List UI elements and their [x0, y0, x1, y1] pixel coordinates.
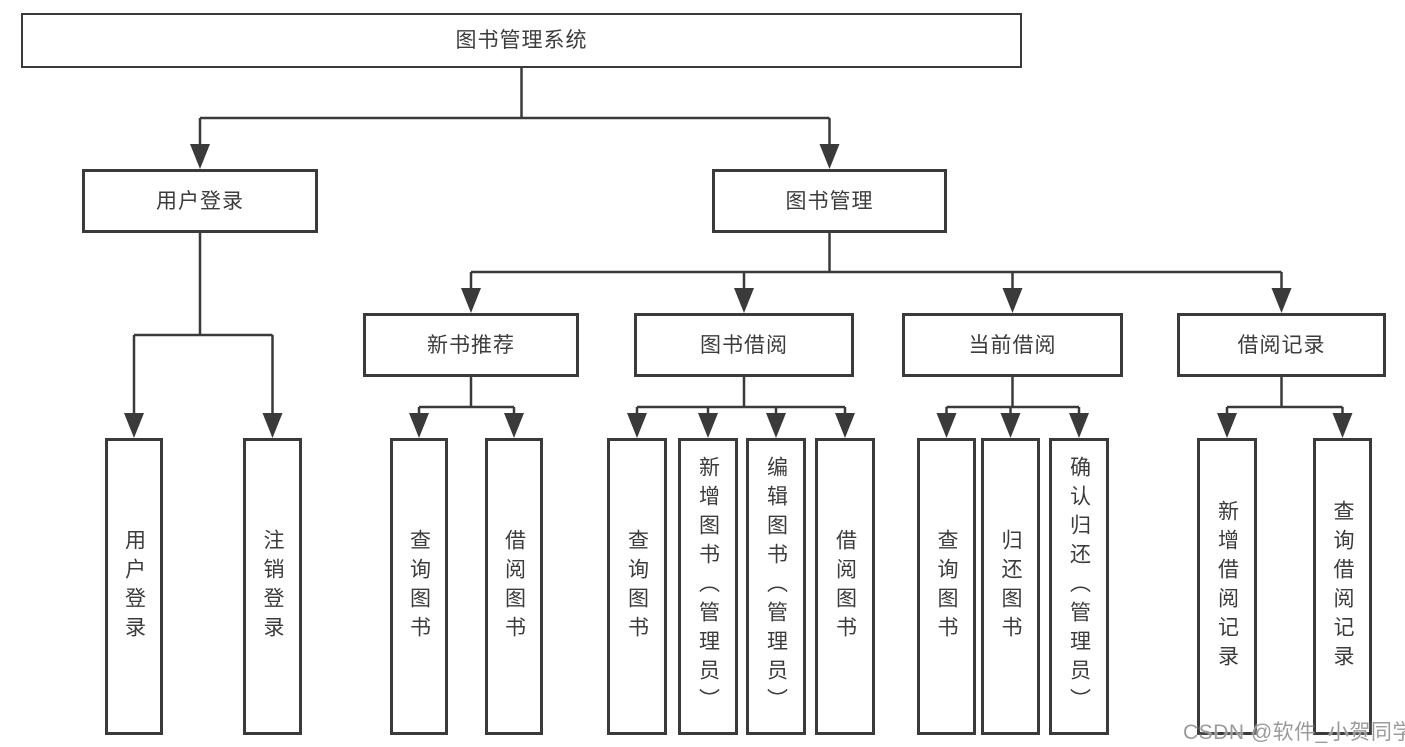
node-label: 查询图书: [935, 528, 958, 645]
connector-user-login-leaves: [132, 233, 274, 417]
leaf-add-books-admin: 新增图书（管理员）: [678, 438, 738, 735]
arrowheads-leaves: [124, 413, 1353, 438]
node-new-book-recommendation: 新书推荐: [363, 313, 579, 377]
node-label: 图书管理系统: [455, 29, 588, 52]
node-label: 编辑图书（管理员）: [764, 456, 788, 717]
leaf-confirm-return-admin: 确认归还（管理员）: [1049, 438, 1109, 735]
node-library-management-system: 图书管理系统: [21, 13, 1022, 68]
connector-new-book-leaves: [417, 377, 516, 417]
connector-management-to-level3: [469, 233, 1283, 292]
csdn-watermark: CSDN @软件_小贺同学: [1183, 721, 1405, 744]
node-label: 当前借阅: [968, 333, 1057, 357]
connector-borrow-record-leaves: [1225, 377, 1344, 417]
arrowheads-level2: [190, 144, 840, 169]
node-label: 确认归还（管理员）: [1067, 456, 1091, 717]
node-book-management: 图书管理: [712, 169, 947, 233]
node-label: 图书借阅: [700, 333, 788, 357]
node-label: 借阅图书: [502, 528, 526, 645]
node-label: 查询图书: [407, 528, 431, 645]
node-current-borrowing: 当前借阅: [902, 313, 1123, 377]
leaf-edit-books-admin: 编辑图书（管理员）: [746, 438, 806, 735]
connector-current-borrow-leaves: [945, 377, 1081, 417]
node-label: 查询借阅记录: [1331, 499, 1354, 674]
leaf-return-books: 归还图书: [981, 438, 1040, 735]
node-label: 新增图书（管理员）: [696, 456, 720, 717]
leaf-query-borrow-record: 查询借阅记录: [1313, 438, 1372, 735]
node-label: 借阅图书: [833, 528, 857, 645]
leaf-query-books-borrow: 查询图书: [607, 438, 667, 735]
node-borrowing-records: 借阅记录: [1177, 313, 1386, 377]
node-label: 用户登录: [122, 528, 146, 645]
node-label: 注销登录: [261, 528, 284, 645]
leaf-borrow-books: 借阅图书: [815, 438, 875, 735]
leaf-add-borrow-record: 新增借阅记录: [1197, 438, 1257, 735]
leaf-user-login: 用户登录: [105, 438, 163, 735]
leaf-logout: 注销登录: [243, 438, 302, 735]
leaf-query-books-current: 查询图书: [917, 438, 976, 735]
connector-root-to-level2: [198, 68, 831, 150]
node-label: 图书管理: [785, 189, 874, 213]
node-label: 借阅记录: [1237, 333, 1326, 357]
node-label: 查询图书: [625, 528, 649, 645]
node-label: 新增借阅记录: [1215, 499, 1239, 674]
node-label: 用户登录: [156, 189, 244, 213]
connector-book-borrow-leaves: [635, 377, 847, 417]
node-user-login: 用户登录: [82, 169, 318, 233]
node-book-borrowing: 图书借阅: [634, 313, 854, 377]
arrowheads-level3: [461, 288, 1292, 313]
leaf-borrow-books-recommend: 借阅图书: [485, 438, 543, 735]
node-label: 归还图书: [999, 528, 1022, 645]
leaf-query-books-recommend: 查询图书: [390, 438, 448, 735]
node-label: 新书推荐: [427, 333, 515, 357]
